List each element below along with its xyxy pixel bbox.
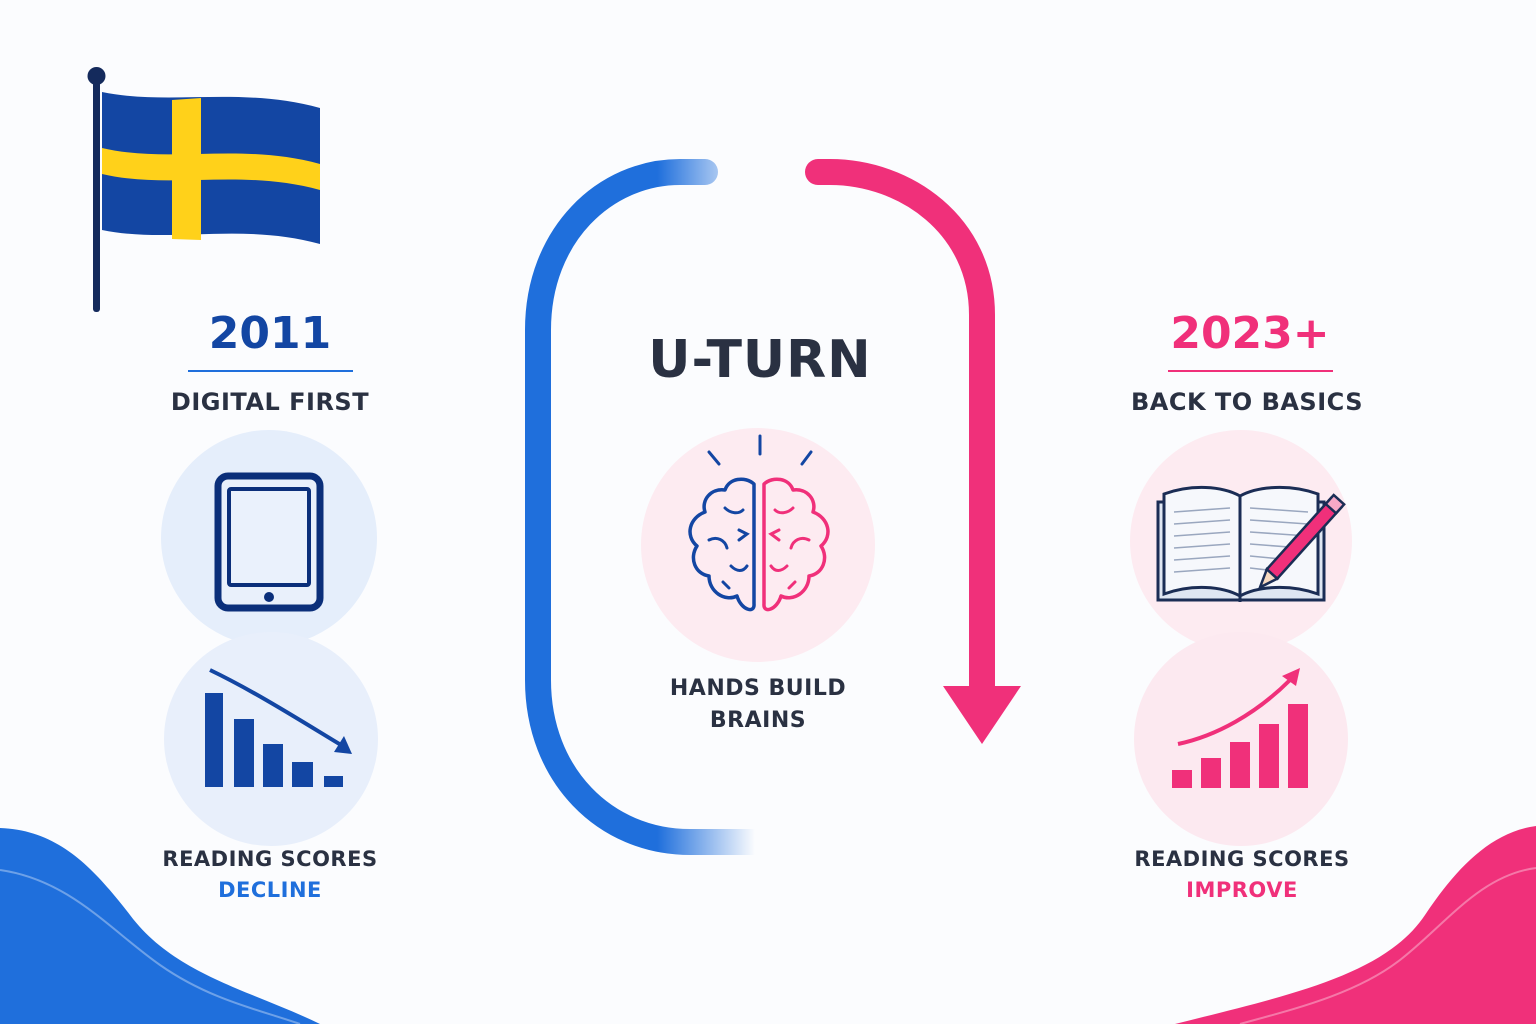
right-heading: BACK TO BASICS	[1131, 388, 1363, 416]
right-caption-line1: READING SCORES	[1134, 847, 1350, 871]
center-caption-line1: HANDS BUILD	[669, 676, 847, 701]
left-year-underline	[188, 370, 353, 372]
left-caption-line2: DECLINE	[218, 878, 322, 902]
right-caption-line2: IMPROVE	[1186, 878, 1298, 902]
improve-chart-circle	[1134, 632, 1348, 846]
center-title: U-TURN	[648, 330, 872, 390]
left-heading: DIGITAL FIRST	[170, 388, 370, 416]
right-year: 2023+	[1170, 308, 1330, 359]
open-book-pencil-icon	[1156, 485, 1346, 602]
left-year: 2011	[208, 308, 332, 359]
rising-bar-chart-icon	[1172, 668, 1308, 788]
right-year-underline	[1168, 370, 1333, 372]
brain-icon	[688, 434, 830, 612]
brain-circle	[641, 428, 875, 662]
declining-bar-chart-icon	[205, 668, 352, 787]
tablet-icon	[214, 472, 324, 612]
left-caption-line1: READING SCORES	[162, 847, 378, 871]
sweden-flag-icon	[87, 67, 320, 312]
center-caption-line2: BRAINS	[709, 708, 807, 733]
